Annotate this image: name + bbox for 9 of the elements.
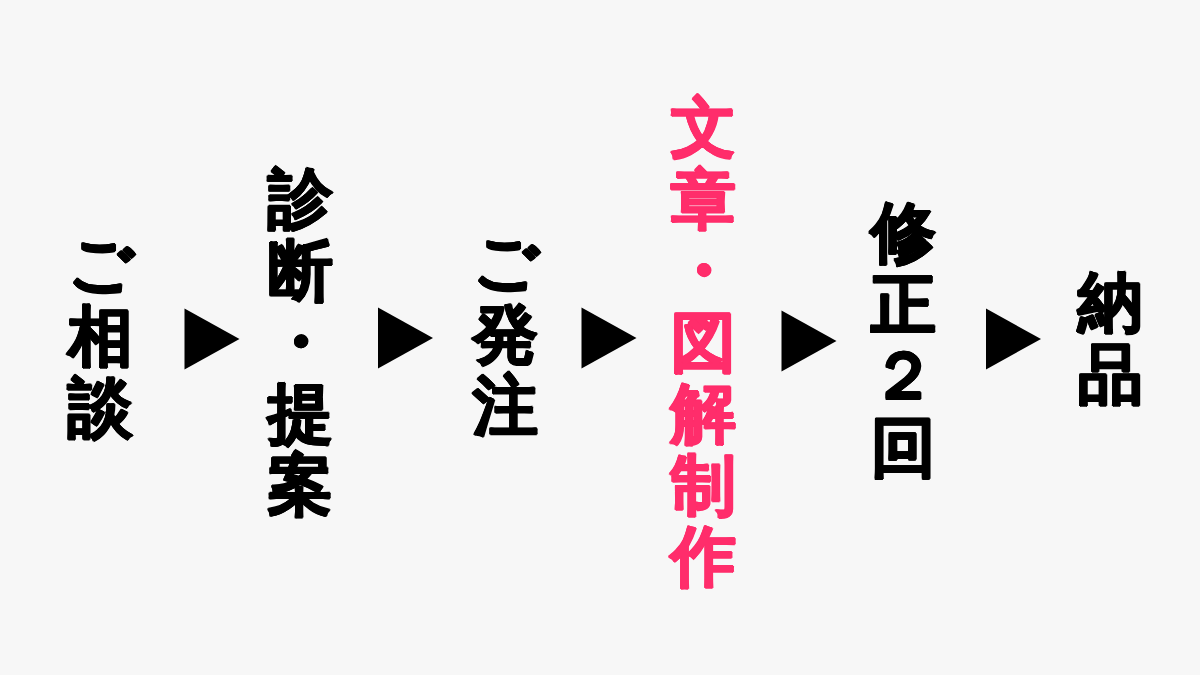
step-label: 納品 xyxy=(1077,266,1143,410)
triangle-arrow xyxy=(581,307,637,369)
step-label: 修正２回 xyxy=(870,197,936,483)
triangle-arrow xyxy=(986,308,1041,370)
step-label: 診断・提案 xyxy=(267,163,333,521)
step-label: 文章・図解制作 xyxy=(670,91,736,593)
triangle-arrow xyxy=(378,307,433,369)
triangle-arrow xyxy=(184,308,240,370)
triangle-arrow xyxy=(781,310,837,372)
